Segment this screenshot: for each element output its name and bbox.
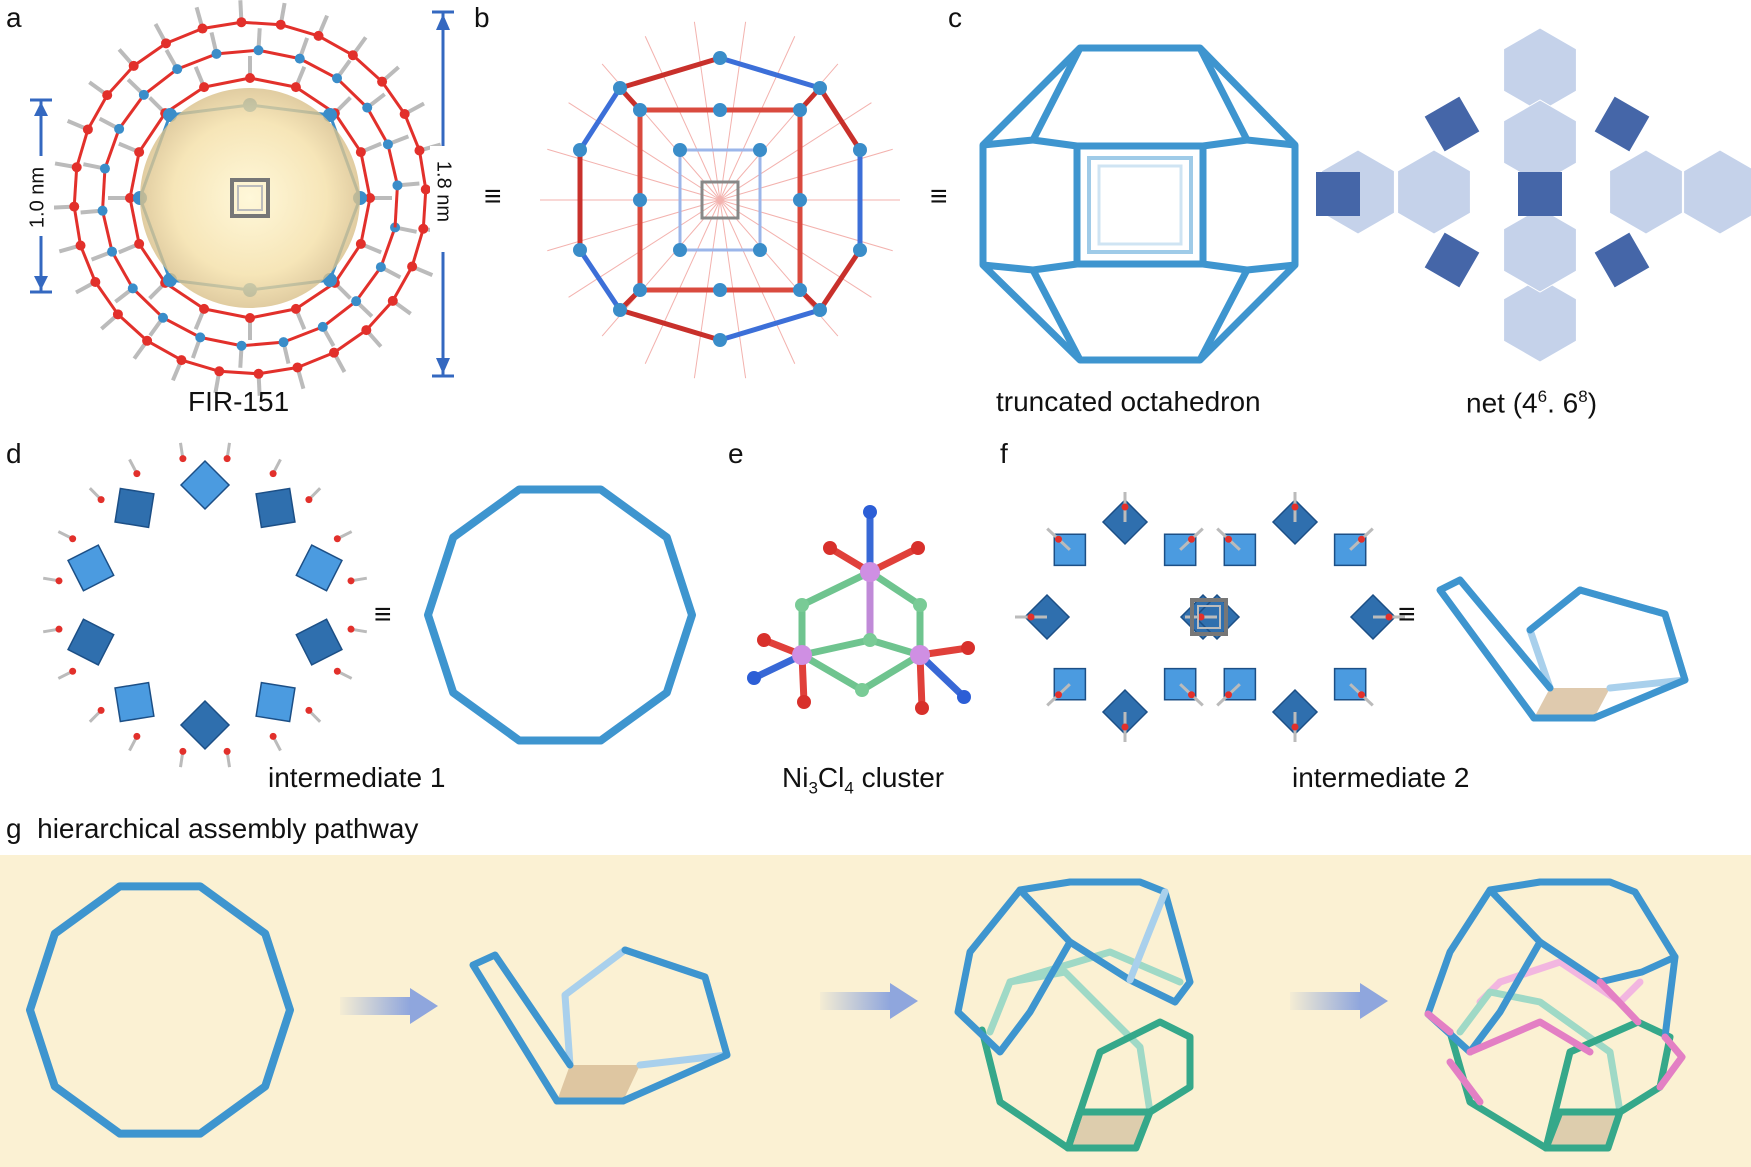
net-caption-exponent-2: 8 [1578,387,1588,406]
equivalence-symbol-f: ≡ [1398,598,1416,631]
equivalence-symbol-bc: ≡ [930,180,948,213]
cl-text: Cl [817,762,845,793]
fir151-caption: FIR-151 [188,386,290,417]
pathway-arrow-2-head [890,983,918,1019]
truncated-octahedron-caption: truncated octahedron [996,386,1261,417]
pathway-arrow-3-head [1360,983,1388,1019]
cl-subscript: 4 [844,778,854,798]
net-caption: net (46. 68) [1466,388,1597,417]
equivalence-symbol-d: ≡ [374,598,392,631]
panel-label-g: g [6,813,22,844]
panel-label-f: f [1000,438,1008,469]
outer-diameter-label: 1.8 nm [432,160,455,223]
pathway-step3-model [954,878,1194,1152]
fir151-structure [52,0,448,396]
net-caption-end: ) [1587,387,1598,419]
intermediate2-structure [1015,492,1405,742]
polyhedron-net [1316,27,1751,363]
scale-bar-inner [28,98,54,294]
ni-text: Ni [782,762,809,793]
truncated-octahedron-model [979,44,1299,364]
pathway-step1-decagon [26,882,294,1138]
pathway-arrow-1-head [410,988,438,1024]
intermediate1-structure [42,442,368,768]
pathway-step2-model [469,946,731,1105]
ni-subscript: 3 [808,778,818,798]
net-caption-exponent-1: 6 [1537,387,1548,406]
simplified-cage-b [540,21,900,379]
equivalence-symbol-ab: ≡ [484,180,502,213]
intermediate2-caption: intermediate 2 [1292,762,1470,793]
assembly-pathway-title: hierarchical assembly pathway [37,813,419,844]
pathway-arrow-3 [1290,992,1360,1010]
ni3cl4-cluster-model [747,505,975,715]
net-caption-base: net (4 [1466,387,1538,419]
intermediate2-model [1436,576,1689,722]
intermediate1-caption: intermediate 1 [268,762,446,793]
intermediate1-decagon [424,485,696,745]
ni3cl4-caption: Ni3Cl4 cluster [782,764,944,797]
panel-label-b: b [474,2,490,33]
scale-bar-outer [430,10,456,378]
pathway-arrow-2 [820,992,890,1010]
panel-g-heading: g hierarchical assembly pathway [6,815,418,843]
panel-label-a: a [6,2,22,33]
panel-label-d: d [6,438,22,469]
pathway-step4-model [1424,878,1686,1152]
inner-diameter-label: 1.0 nm [26,166,49,229]
panel-label-c: c [948,2,962,33]
panel-label-e: e [728,438,744,469]
cluster-text: cluster [853,762,945,793]
net-caption-mid: . 6 [1547,387,1579,419]
pathway-arrow-1 [340,997,410,1015]
